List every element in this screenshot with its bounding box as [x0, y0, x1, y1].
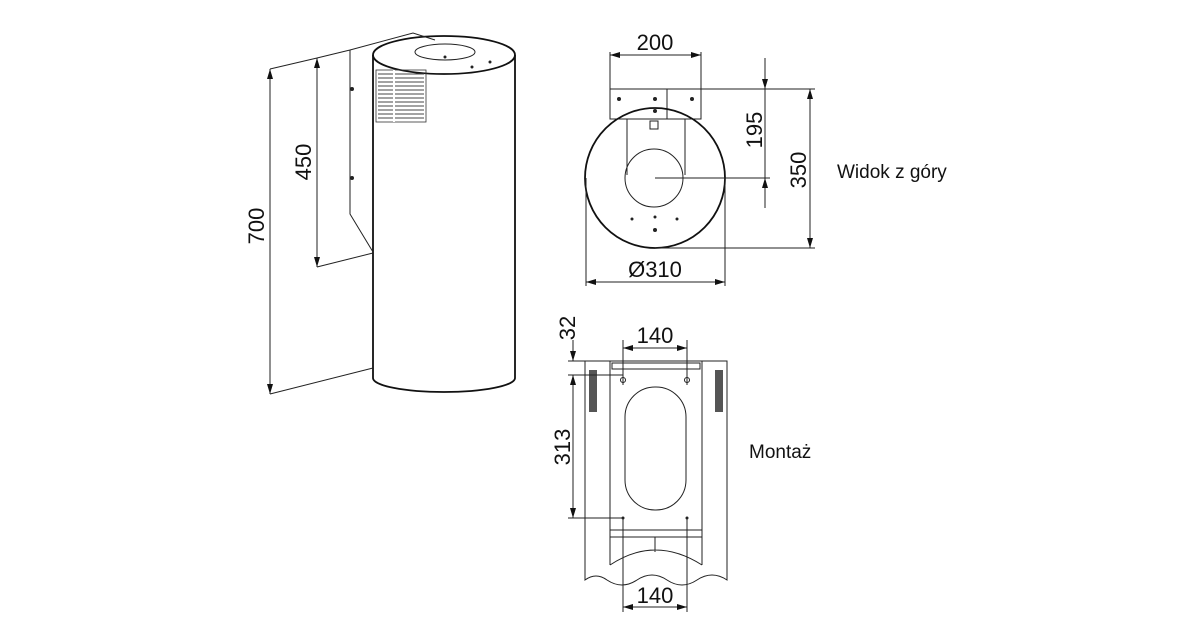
chimney-outline	[584, 360, 728, 586]
mounting-label: Montaż	[749, 442, 811, 463]
dim-700-label: 700	[244, 208, 269, 245]
dim-313-label: 313	[550, 429, 575, 466]
top-bracket	[609, 88, 702, 120]
mounting-plate-sides	[609, 361, 703, 565]
dim-140-top-label: 140	[637, 323, 674, 348]
side-view: 700 450	[244, 32, 516, 395]
mounting-oval	[624, 386, 687, 511]
top-outlet	[414, 43, 476, 61]
mounting-view: 32 140 313 140 Montaż	[550, 316, 811, 612]
dim-195-label: 195	[742, 112, 767, 149]
wall-bracket	[349, 50, 374, 253]
dim-450-label: 450	[291, 144, 316, 181]
vent-grille	[375, 69, 427, 123]
dim-200-label: 200	[637, 30, 674, 55]
dim-140-bottom-label: 140	[637, 583, 674, 608]
top-view-label: Widok z góry	[837, 162, 947, 183]
dim-310-label: Ø310	[628, 257, 682, 282]
top-view: 200 195 350 Ø310 Widok z góry	[584, 30, 947, 286]
cylinder-top	[372, 35, 516, 75]
dim-350-label: 350	[786, 152, 811, 189]
cylinder-body	[372, 55, 516, 393]
dim-32-label: 32	[555, 316, 580, 340]
